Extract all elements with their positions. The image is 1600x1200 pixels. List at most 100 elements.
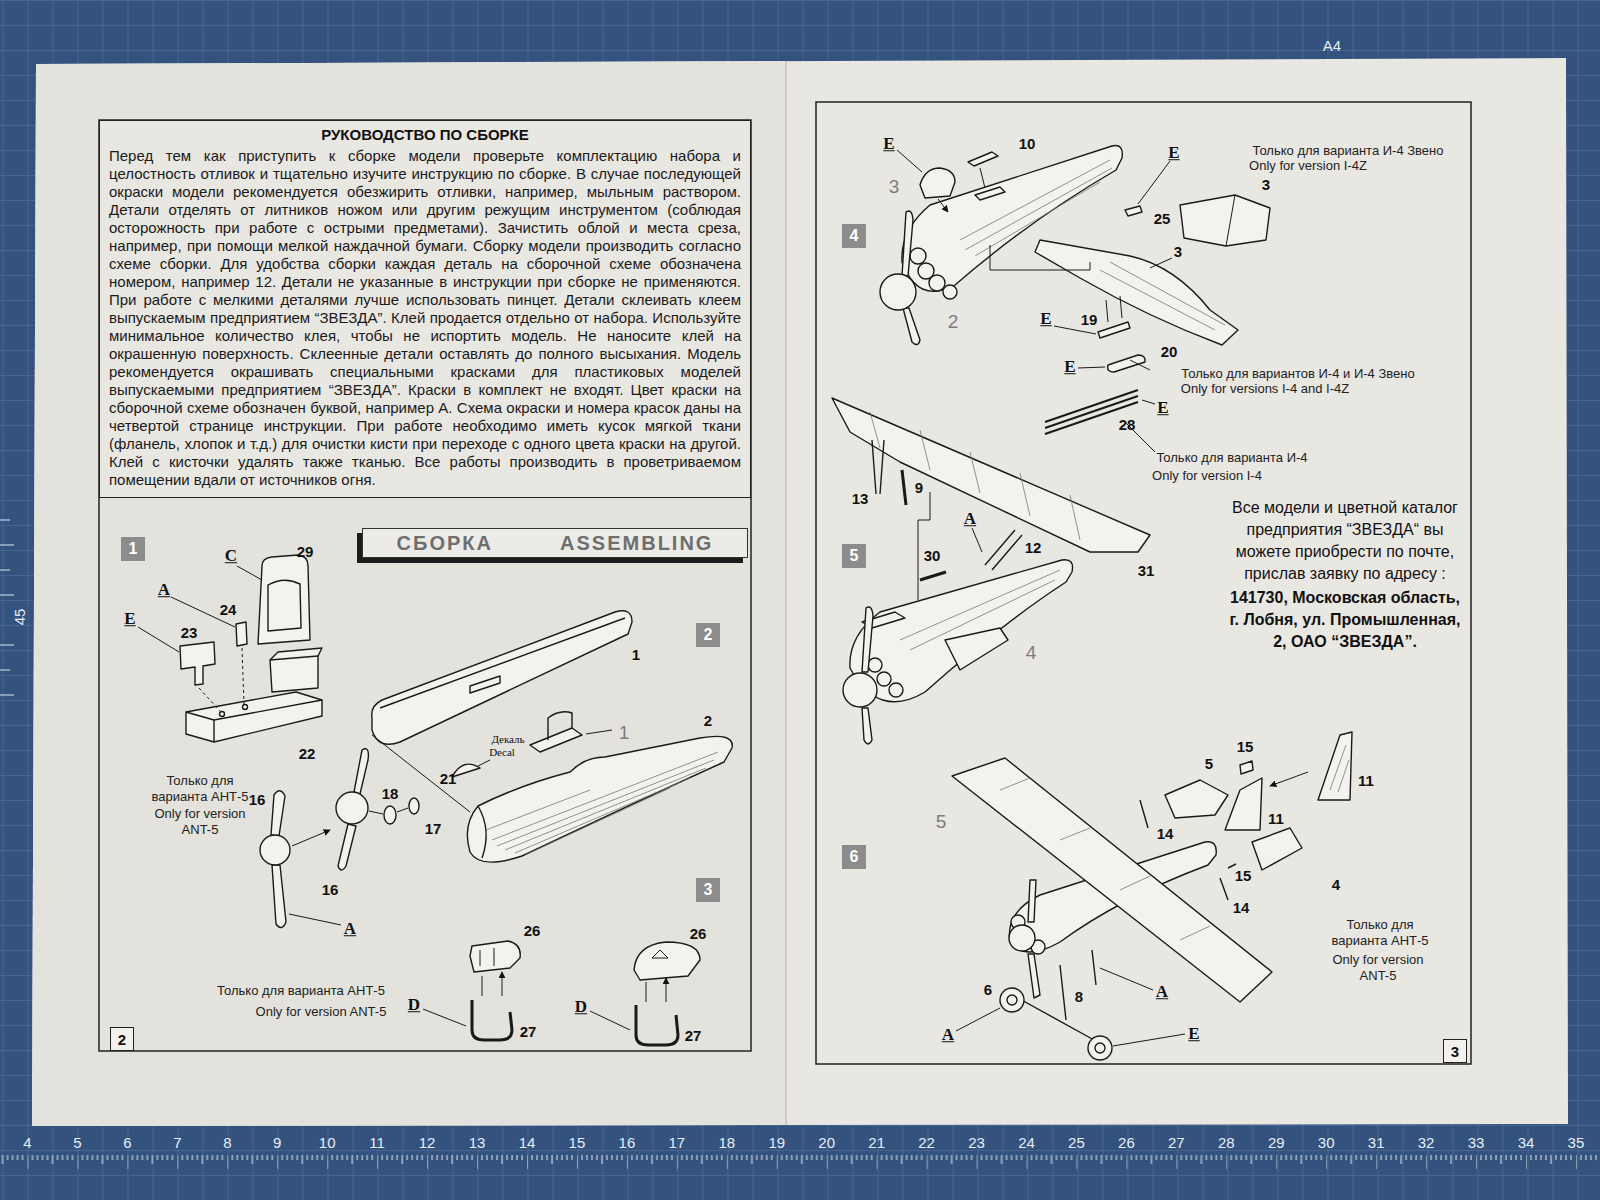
step-number: 4: [842, 224, 866, 248]
callout-number: 26: [690, 925, 707, 942]
step-3-parts: [482, 972, 502, 996]
paint-code: E: [1040, 309, 1051, 329]
mat-scale: 15: [569, 1134, 586, 1151]
paper-sheet: [32, 61, 786, 1126]
mat-scale: 14: [519, 1134, 536, 1151]
paint-code: A: [158, 580, 170, 600]
step-3-parts: [636, 1005, 678, 1045]
step-1-parts: [180, 642, 215, 685]
step-2-parts: [336, 792, 368, 824]
number: 2: [118, 1031, 126, 1048]
step-1-parts: [186, 692, 322, 742]
mat-scale: 16: [619, 1134, 636, 1151]
mat-scale: 45: [11, 609, 28, 626]
paper-sheet: [32, 58, 1568, 1126]
callout-number: 9: [915, 479, 923, 496]
mat-scale: 17: [669, 1134, 686, 1151]
step-4-parts: [902, 211, 913, 276]
mat-scale: 24: [1018, 1134, 1035, 1151]
mat-scale: 22: [918, 1134, 935, 1151]
mat-scale: 19: [768, 1134, 785, 1151]
step-6-parts: [1000, 988, 1024, 1012]
step-5-parts: [918, 400, 1155, 600]
mat-scale: 33: [1468, 1134, 1485, 1151]
step-5-parts: [902, 470, 906, 505]
step-5-parts: [945, 628, 1008, 670]
number: 6: [850, 848, 859, 866]
step-2-parts: [260, 611, 732, 928]
step-5-parts: [862, 607, 873, 672]
step-4-parts: [1108, 355, 1146, 372]
step-5-parts: [872, 440, 884, 494]
paint-code: E: [1188, 1024, 1199, 1044]
number: 3: [704, 881, 713, 899]
group-number: 1: [619, 722, 630, 744]
callout-number: 11: [1358, 772, 1374, 789]
callout-number: 19: [1081, 311, 1098, 328]
callout-number: 5: [1205, 755, 1213, 772]
step-2-parts: [467, 736, 732, 862]
step-5-parts: [862, 708, 872, 744]
callout-number: 24: [220, 601, 237, 618]
step-3-parts: [480, 948, 494, 966]
step-1-parts: [220, 712, 225, 717]
step-3-parts: [472, 1000, 512, 1040]
paint-code: A: [964, 509, 976, 529]
version-note: Только для варианта И-4 Звено: [1252, 144, 1443, 159]
callout-number: 26: [524, 922, 541, 939]
step-2-parts: [384, 806, 396, 824]
step-3-parts: [646, 978, 666, 1002]
step-4-parts: [1125, 206, 1142, 216]
callout-number: 6: [984, 981, 992, 998]
group-number: 5: [936, 811, 947, 833]
callout-number: 3: [1262, 176, 1270, 193]
version-note: Only for version ANT-5: [256, 1005, 387, 1020]
mat-scale: 9: [273, 1134, 281, 1151]
mat-scale: 12: [419, 1134, 436, 1151]
step-2-parts: [292, 830, 330, 846]
step-2-parts: [478, 806, 486, 858]
step-1-parts: [138, 555, 322, 742]
version-note: Только для варианта АНТ-5: [145, 773, 255, 806]
step-4-parts: [920, 168, 955, 198]
paint-code: E: [1157, 398, 1168, 418]
band-title: СБОРКА: [397, 532, 493, 555]
step-4-parts: [975, 187, 1005, 200]
step-2-parts: [260, 835, 290, 865]
callout-number: 16: [322, 881, 339, 898]
mat-scale: 21: [868, 1134, 885, 1151]
step-4-parts: [960, 160, 1112, 256]
step-2-parts: [380, 618, 625, 708]
step-3-parts: [634, 942, 700, 980]
mat-scale: 35: [1568, 1134, 1585, 1151]
step-4-parts: [929, 275, 945, 291]
paint-code: E: [1064, 357, 1075, 377]
decal-label: Decal: [489, 746, 515, 759]
step-number: 1: [121, 537, 145, 561]
version-note: Only for version I-4: [1152, 469, 1262, 484]
step-6-parts: [1088, 1036, 1112, 1060]
step-number: 2: [696, 623, 720, 647]
paper-sheet: [32, 58, 1568, 1126]
callout-number: 14: [1157, 825, 1174, 842]
step-6-parts: [1007, 995, 1017, 1005]
number: 5: [850, 547, 859, 565]
callout-number: 29: [297, 543, 314, 560]
step-2-parts: [409, 798, 419, 814]
step-4-parts: [1226, 195, 1235, 246]
step-6-parts: [952, 732, 1352, 1060]
heading: РУКОВОДСТВО ПО СБОРКЕ: [109, 125, 741, 145]
address-note: Все модели и цветной каталог предприятия…: [1231, 497, 1459, 585]
mat-scale: 29: [1268, 1134, 1285, 1151]
callout-number: 27: [685, 1027, 702, 1044]
paint-code: A: [942, 1025, 954, 1045]
step-6-parts: [1252, 828, 1302, 870]
step-2-parts: [486, 752, 718, 855]
step-1-parts: [270, 648, 322, 692]
page-frames: [99, 102, 1471, 1064]
mat-scale: 20: [818, 1134, 835, 1151]
callout-number: 12: [1025, 539, 1042, 556]
version-note: Только для варианта АНТ-5: [217, 984, 385, 999]
